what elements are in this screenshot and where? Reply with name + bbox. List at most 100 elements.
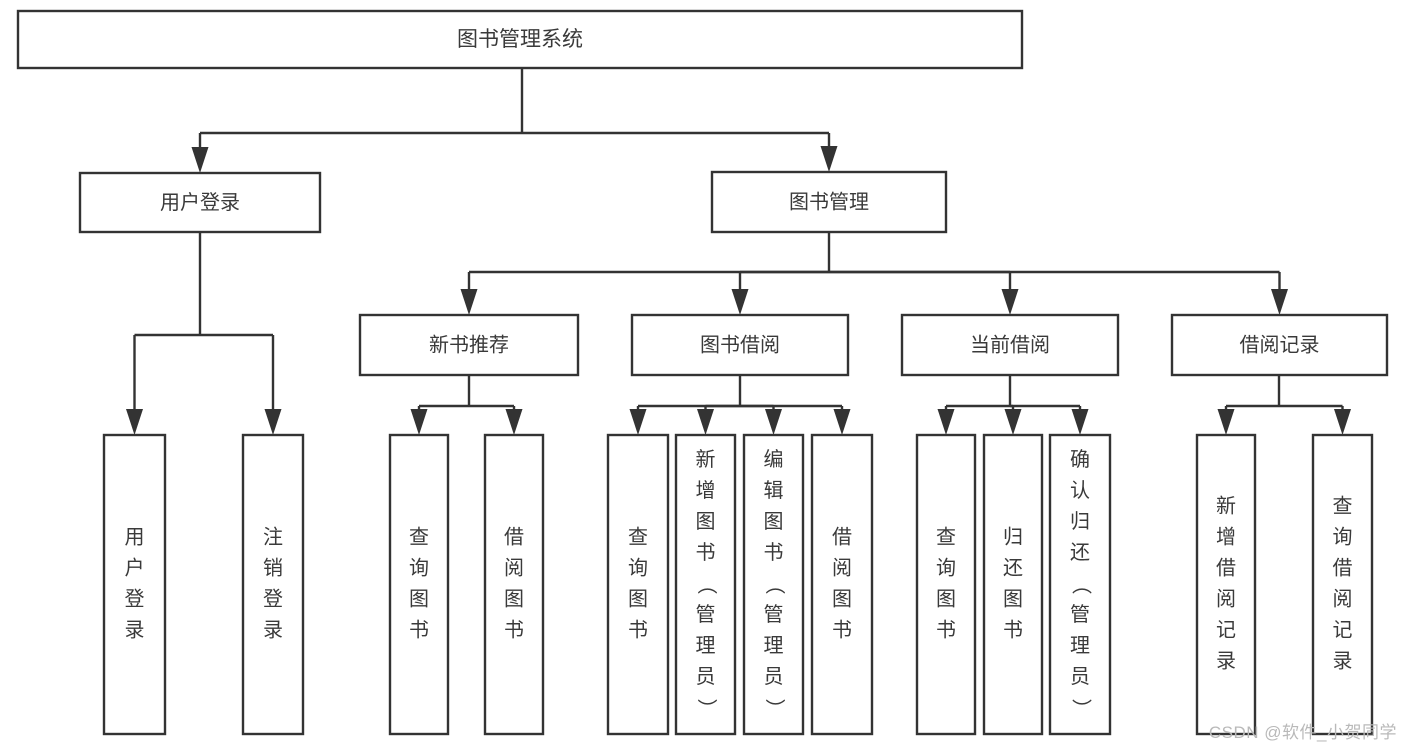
node-box [674,433,737,736]
node-label-char: 归 [1003,525,1023,548]
node-label-char: 书 [628,618,648,641]
node-label: 新书推荐 [429,333,509,356]
node-label-char: 阅 [1333,587,1353,610]
arrow-head-icon [126,409,143,435]
node-label-char: 书 [409,618,429,641]
node-label-char: 增 [1216,525,1236,548]
node-layer: 图书管理系统用户登录图书管理新书推荐图书借阅当前借阅借阅记录用户登录注销登录查询… [16,9,1389,736]
node-label-char: 录 [1216,650,1236,672]
arrow-head-icon [629,409,647,435]
node-box [358,313,580,377]
node-borrow[interactable]: 图书借阅 [630,313,850,377]
node-box [102,433,167,736]
node-label-char: 管 [1070,603,1090,626]
node-label: 图书管理 [789,190,869,213]
node-label-char: 书 [504,618,524,641]
node-bookmgmt[interactable]: 图书管理 [710,170,948,234]
node-leaf1[interactable]: 用户登录 [102,433,167,736]
node-box [810,433,874,736]
node-login[interactable]: 用户登录 [78,171,322,234]
node-label-char: 管 [696,603,716,626]
node-label-char: 询 [409,556,429,579]
node-label-char: 归 [1070,510,1090,533]
node-record[interactable]: 借阅记录 [1170,313,1389,377]
node-label-char: 记 [1333,618,1353,641]
node-label-char: 询 [1333,525,1353,548]
node-label-char: 户 [125,556,145,579]
node-box [241,433,305,736]
node-box [606,433,670,736]
node-box [900,313,1120,377]
node-current[interactable]: 当前借阅 [900,313,1120,377]
arrow-head-icon [697,409,714,435]
arrow-head-icon [264,409,282,435]
node-label-char: 阅 [1216,587,1236,610]
node-label-char: 查 [628,525,648,548]
node-label-char: 查 [1333,494,1353,517]
node-box [630,313,850,377]
node-box [1195,433,1257,736]
node-label-char: 编 [764,448,784,471]
node-label-char: 确 [1070,448,1090,471]
arrow-head-icon [505,409,523,435]
node-label-char: 图 [409,588,429,610]
node-label-char: 图 [1003,588,1023,610]
connector-layer [126,68,1351,435]
arrow-head-icon [833,409,851,435]
node-label-char: 录 [1333,650,1353,672]
node-label-char: 员 [764,666,784,688]
node-label-char: 管 [764,603,784,626]
node-label-char: 查 [936,525,956,548]
node-box [16,9,1024,70]
node-label-char: 书 [832,618,852,641]
node-label-char: 书 [936,618,956,641]
node-newbook[interactable]: 新书推荐 [358,313,580,377]
node-label-char: 书 [696,541,716,564]
node-label-char: ） [1070,699,1093,719]
node-label-char: 登 [125,587,145,610]
arrow-head-icon [1217,409,1235,435]
node-label-char: 用 [125,526,145,548]
node-label: 当前借阅 [970,333,1050,356]
node-box [388,433,450,736]
node-box [1048,433,1112,736]
node-label-char: 阅 [504,556,524,579]
arrow-head-icon [1001,289,1019,315]
node-label-char: 录 [263,619,283,641]
node-label-char: 询 [936,556,956,579]
node-label-char: 销 [263,556,283,579]
node-label-char: 理 [696,635,716,657]
arrow-head-icon [1071,409,1089,435]
node-label-char: （ [1070,575,1093,595]
node-label-char: 还 [1070,541,1090,564]
node-label-char: 书 [764,541,784,564]
node-box [483,433,545,736]
node-box [1170,313,1389,377]
node-box [1311,433,1374,736]
arrow-head-icon [1271,289,1288,315]
node-label-char: 图 [764,511,784,533]
node-label-char: 录 [125,619,145,641]
node-label-char: 阅 [832,556,852,579]
node-label-char: 记 [1216,618,1236,641]
node-box [982,433,1044,736]
node-root[interactable]: 图书管理系统 [16,9,1024,70]
node-label-char: 图 [628,588,648,610]
node-label-char: 新 [1216,494,1236,517]
node-label-char: 查 [409,525,429,548]
node-label-char: 借 [1333,556,1353,579]
node-label-char: 图 [832,588,852,610]
